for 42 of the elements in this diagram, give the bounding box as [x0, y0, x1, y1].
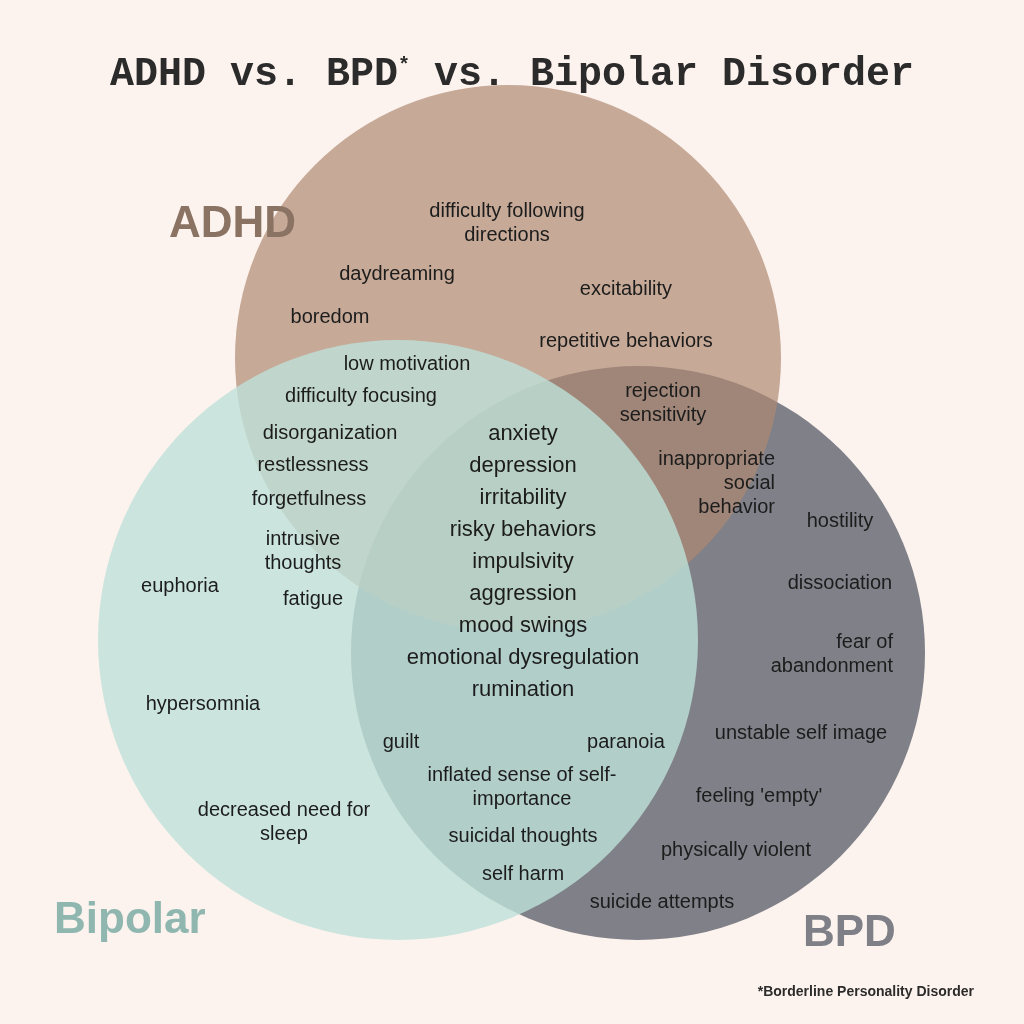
title: ADHD vs. BPD$^{*}$ vs. Bipolar Disorder — [108, 52, 916, 97]
symptom-label: disorganization — [262, 420, 398, 444]
symptom-label: inappropriate social behavior — [657, 446, 775, 518]
symptom-label: rumination — [471, 675, 575, 703]
symptom-label: risky behaviors — [449, 515, 597, 543]
symptom-label: intrusive thoughts — [263, 526, 343, 574]
symptom-label: physically violent — [660, 837, 812, 861]
symptom-label: repetitive behaviors — [539, 328, 713, 352]
symptom-label: hypersomnia — [145, 691, 261, 715]
symptom-label: suicide attempts — [589, 889, 735, 913]
symptom-label: excitability — [579, 276, 673, 300]
symptom-label: mood swings — [458, 611, 588, 639]
circle-heading: Bipolar — [54, 893, 206, 943]
symptom-label: emotional dysregulation — [406, 643, 640, 671]
symptom-label: low motivation — [343, 351, 471, 375]
symptom-label: depression — [469, 451, 577, 479]
symptom-label: hostility — [806, 508, 874, 532]
symptom-label: self harm — [481, 861, 565, 885]
symptom-label: decreased need for sleep — [196, 797, 372, 845]
symptom-label: impulsivity — [472, 547, 574, 575]
symptom-label: boredom — [290, 304, 370, 328]
symptom-label: fatigue — [282, 586, 344, 610]
symptom-label: difficulty focusing — [285, 383, 437, 407]
symptom-label: feeling 'empty' — [695, 783, 823, 807]
symptom-label: aggression — [469, 579, 577, 607]
circle-heading: BPD — [803, 906, 896, 956]
symptom-label: anxiety — [488, 419, 558, 447]
symptom-label: unstable self image — [714, 720, 888, 744]
symptom-label: difficulty following directions — [428, 198, 586, 246]
symptom-label: forgetfulness — [251, 486, 367, 510]
symptom-label: inflated sense of self-importance — [426, 762, 618, 810]
symptom-label: irritability — [479, 483, 567, 511]
symptom-label: guilt — [382, 729, 420, 753]
symptom-label: restlessness — [257, 452, 369, 476]
symptom-label: euphoria — [141, 573, 219, 597]
symptom-label: dissociation — [787, 570, 893, 594]
footnote: *Borderline Personality Disorder — [757, 983, 974, 999]
symptom-label: daydreaming — [339, 261, 455, 285]
symptom-label: suicidal thoughts — [448, 823, 598, 847]
symptom-label: rejection sensitivity — [618, 378, 708, 426]
symptom-label: fear of abandonment — [769, 629, 893, 677]
symptom-label: paranoia — [587, 729, 665, 753]
